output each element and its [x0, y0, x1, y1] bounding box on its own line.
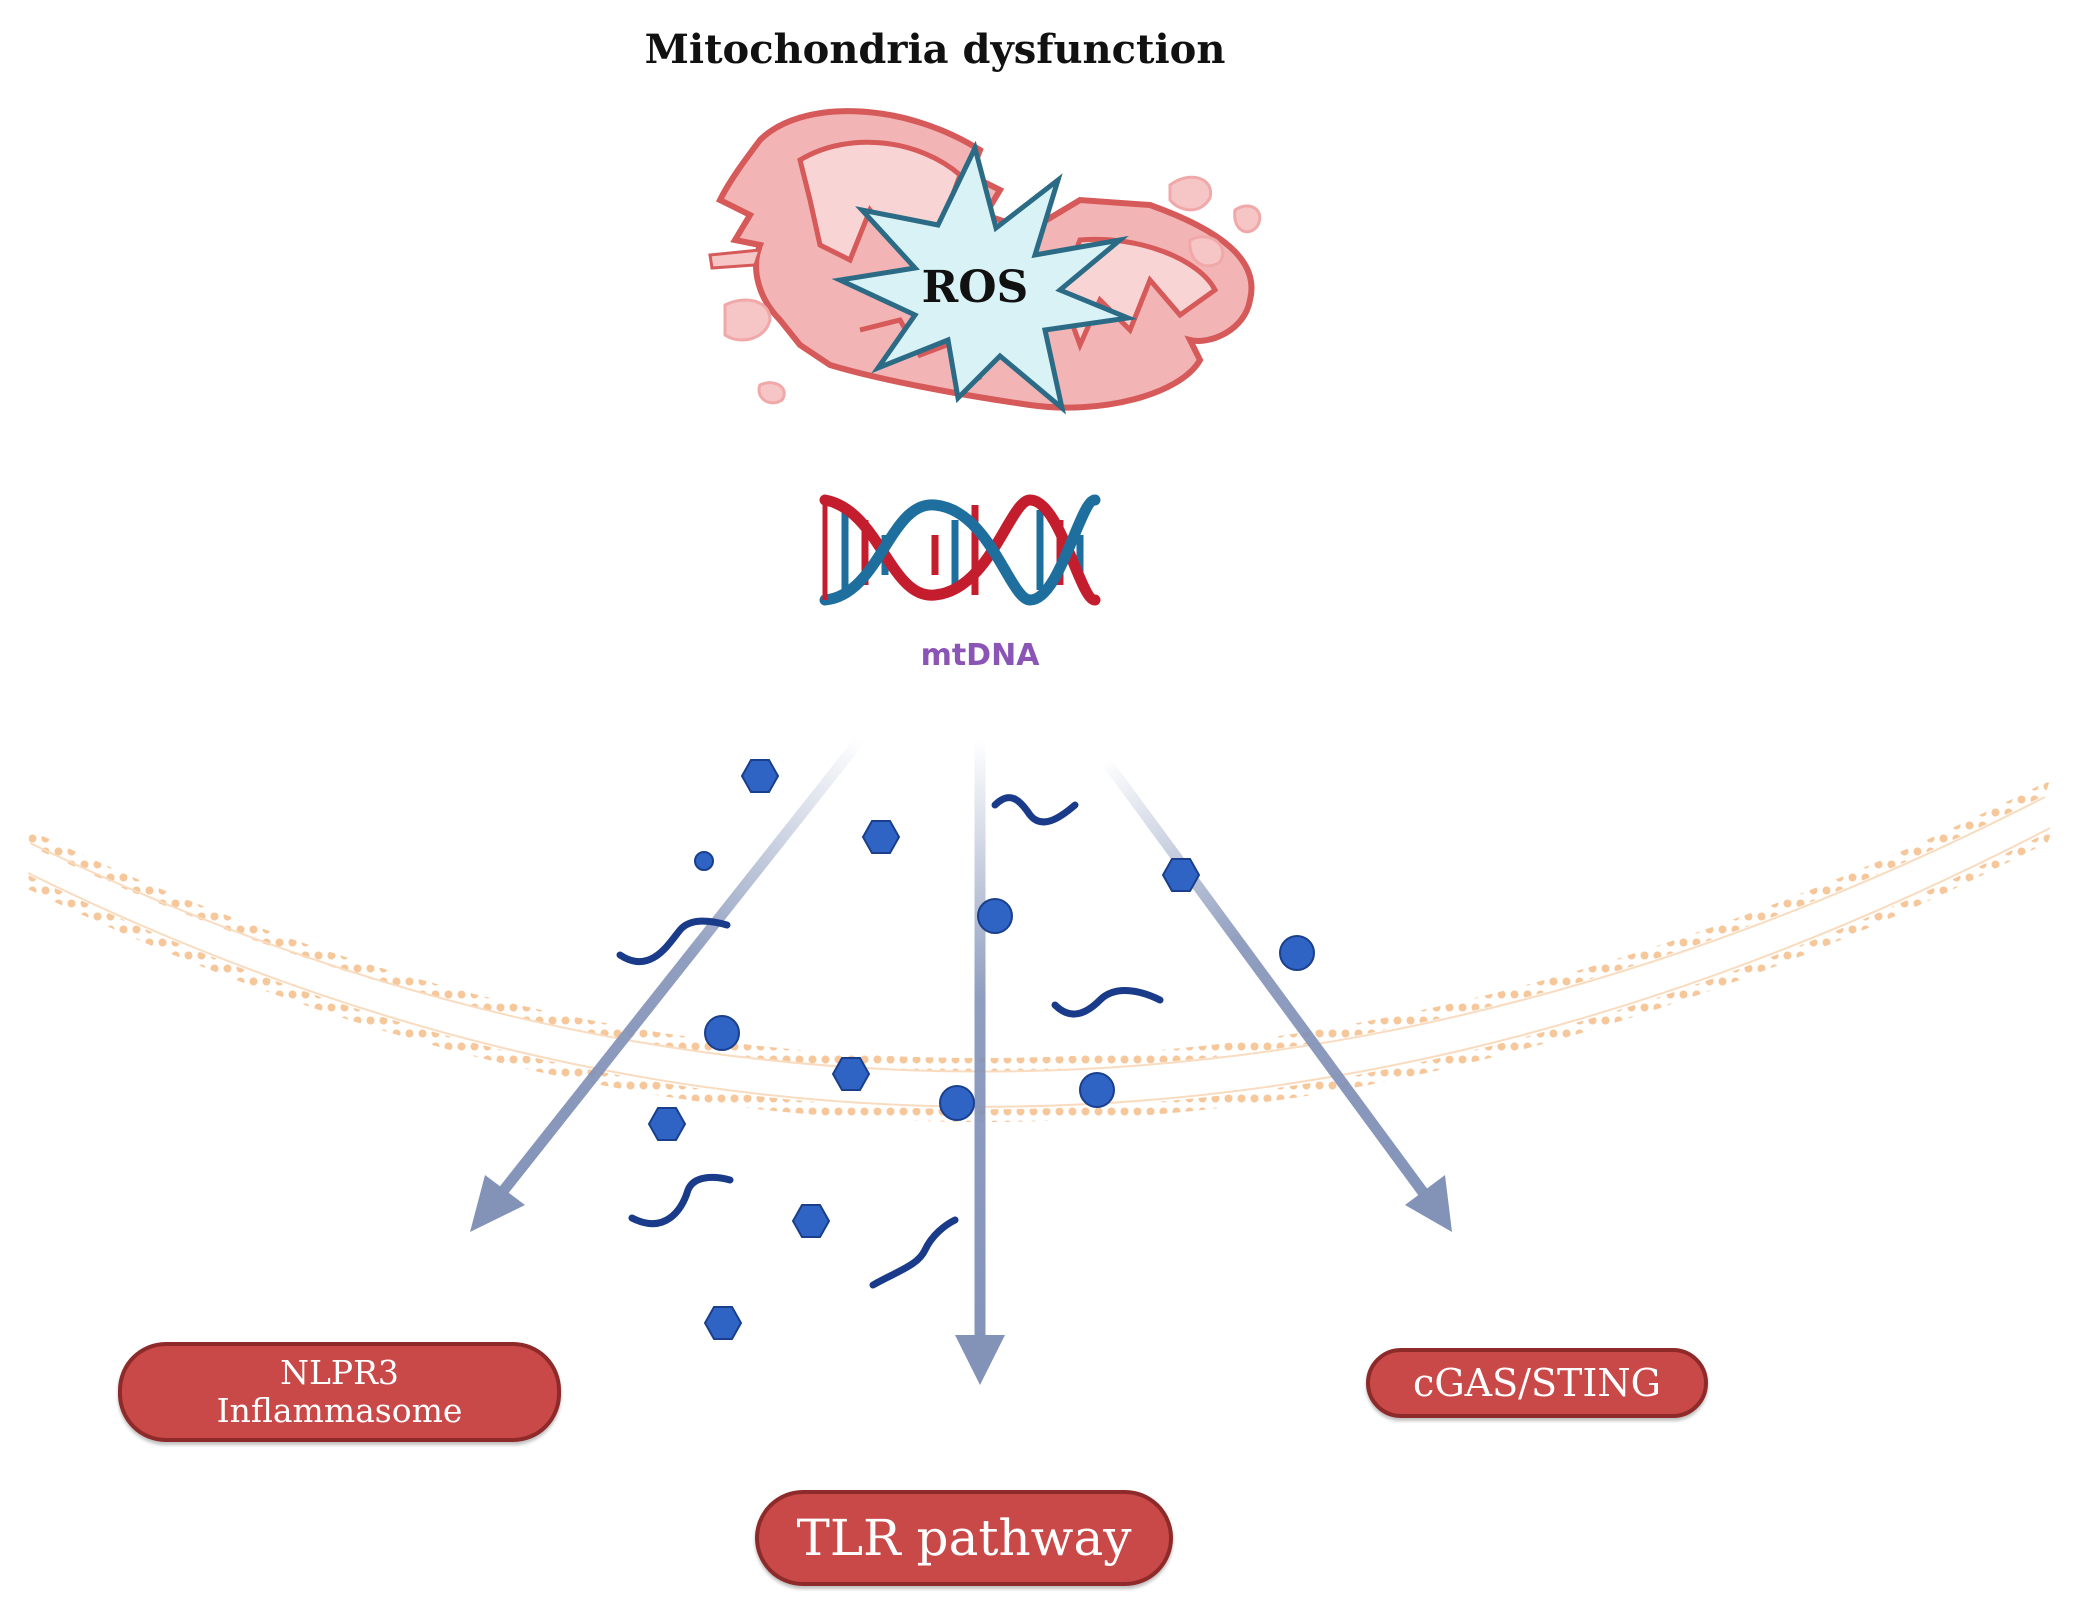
hexagon-fragment — [647, 1107, 687, 1141]
diagram-title: Mitochondria dysfunction — [644, 26, 1226, 73]
circle-fragment — [939, 1085, 975, 1121]
hexagon-fragment — [791, 1204, 831, 1238]
dna-helix-icon — [819, 494, 1101, 606]
arrow-to-cgas-sting — [1100, 756, 1452, 1232]
mtdna-label: mtDNA — [920, 638, 1040, 673]
nlrp3-inflammasome-pill: NLPR3 Inflammasome — [118, 1342, 561, 1442]
hexagon-fragment — [740, 759, 780, 793]
hexagon-fragment — [831, 1057, 871, 1091]
strand-fragment — [869, 1216, 959, 1289]
circle-fragment — [694, 851, 714, 871]
cell-membrane — [26, 780, 2052, 1123]
tlr-pathway-pill: TLR pathway — [755, 1490, 1173, 1586]
circle-fragment — [1279, 935, 1315, 971]
cgas-sting-label: cGAS/STING — [1413, 1361, 1661, 1405]
strand-fragment — [1051, 987, 1164, 1018]
strand-fragment — [628, 1173, 734, 1228]
circle-fragment — [977, 898, 1013, 934]
hexagon-fragment — [861, 820, 901, 854]
strand-fragment — [616, 917, 731, 966]
tlr-pathway-label: TLR pathway — [796, 1509, 1132, 1567]
dna-strand-fragments — [616, 794, 1164, 1289]
arrow-to-tlr — [955, 740, 1005, 1385]
circle-fragment — [1079, 1072, 1115, 1108]
cgas-sting-pill: cGAS/STING — [1366, 1348, 1708, 1418]
nlrp3-label-line2: Inflammasome — [216, 1391, 463, 1430]
nlrp3-label-line1: NLPR3 — [280, 1353, 399, 1392]
mtdna-fragments — [647, 759, 1315, 1340]
arrow-to-nlrp3 — [470, 736, 865, 1232]
ros-label: ROS — [921, 262, 1029, 313]
ros-starburst-icon — [831, 140, 1138, 415]
hexagon-fragment — [1161, 858, 1201, 892]
circle-fragment — [704, 1015, 740, 1051]
strand-fragment — [991, 794, 1079, 826]
hexagon-fragment — [703, 1306, 743, 1340]
